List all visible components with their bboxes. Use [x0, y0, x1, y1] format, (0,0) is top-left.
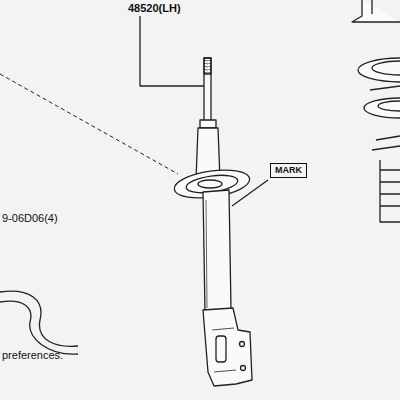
upper-mount [352, 0, 400, 22]
stabilizer-bar [0, 291, 78, 346]
knuckle-bracket [203, 308, 252, 386]
bump-stopper [380, 160, 400, 222]
leader-line [140, 16, 204, 86]
upper-seat [358, 58, 400, 82]
mark-leader [232, 180, 268, 206]
dashed-leader [0, 74, 178, 174]
part-number: 48520(LH) [128, 2, 181, 14]
outer-tube [203, 190, 231, 312]
piston-rod [204, 58, 211, 122]
mark-box: MARK [270, 163, 307, 178]
footer-note: preferences. [2, 349, 63, 361]
rod-thread [204, 58, 211, 74]
part-number: 9-06D06(4) [2, 212, 58, 224]
bearing [364, 98, 400, 118]
node-text: MARK [275, 166, 302, 175]
